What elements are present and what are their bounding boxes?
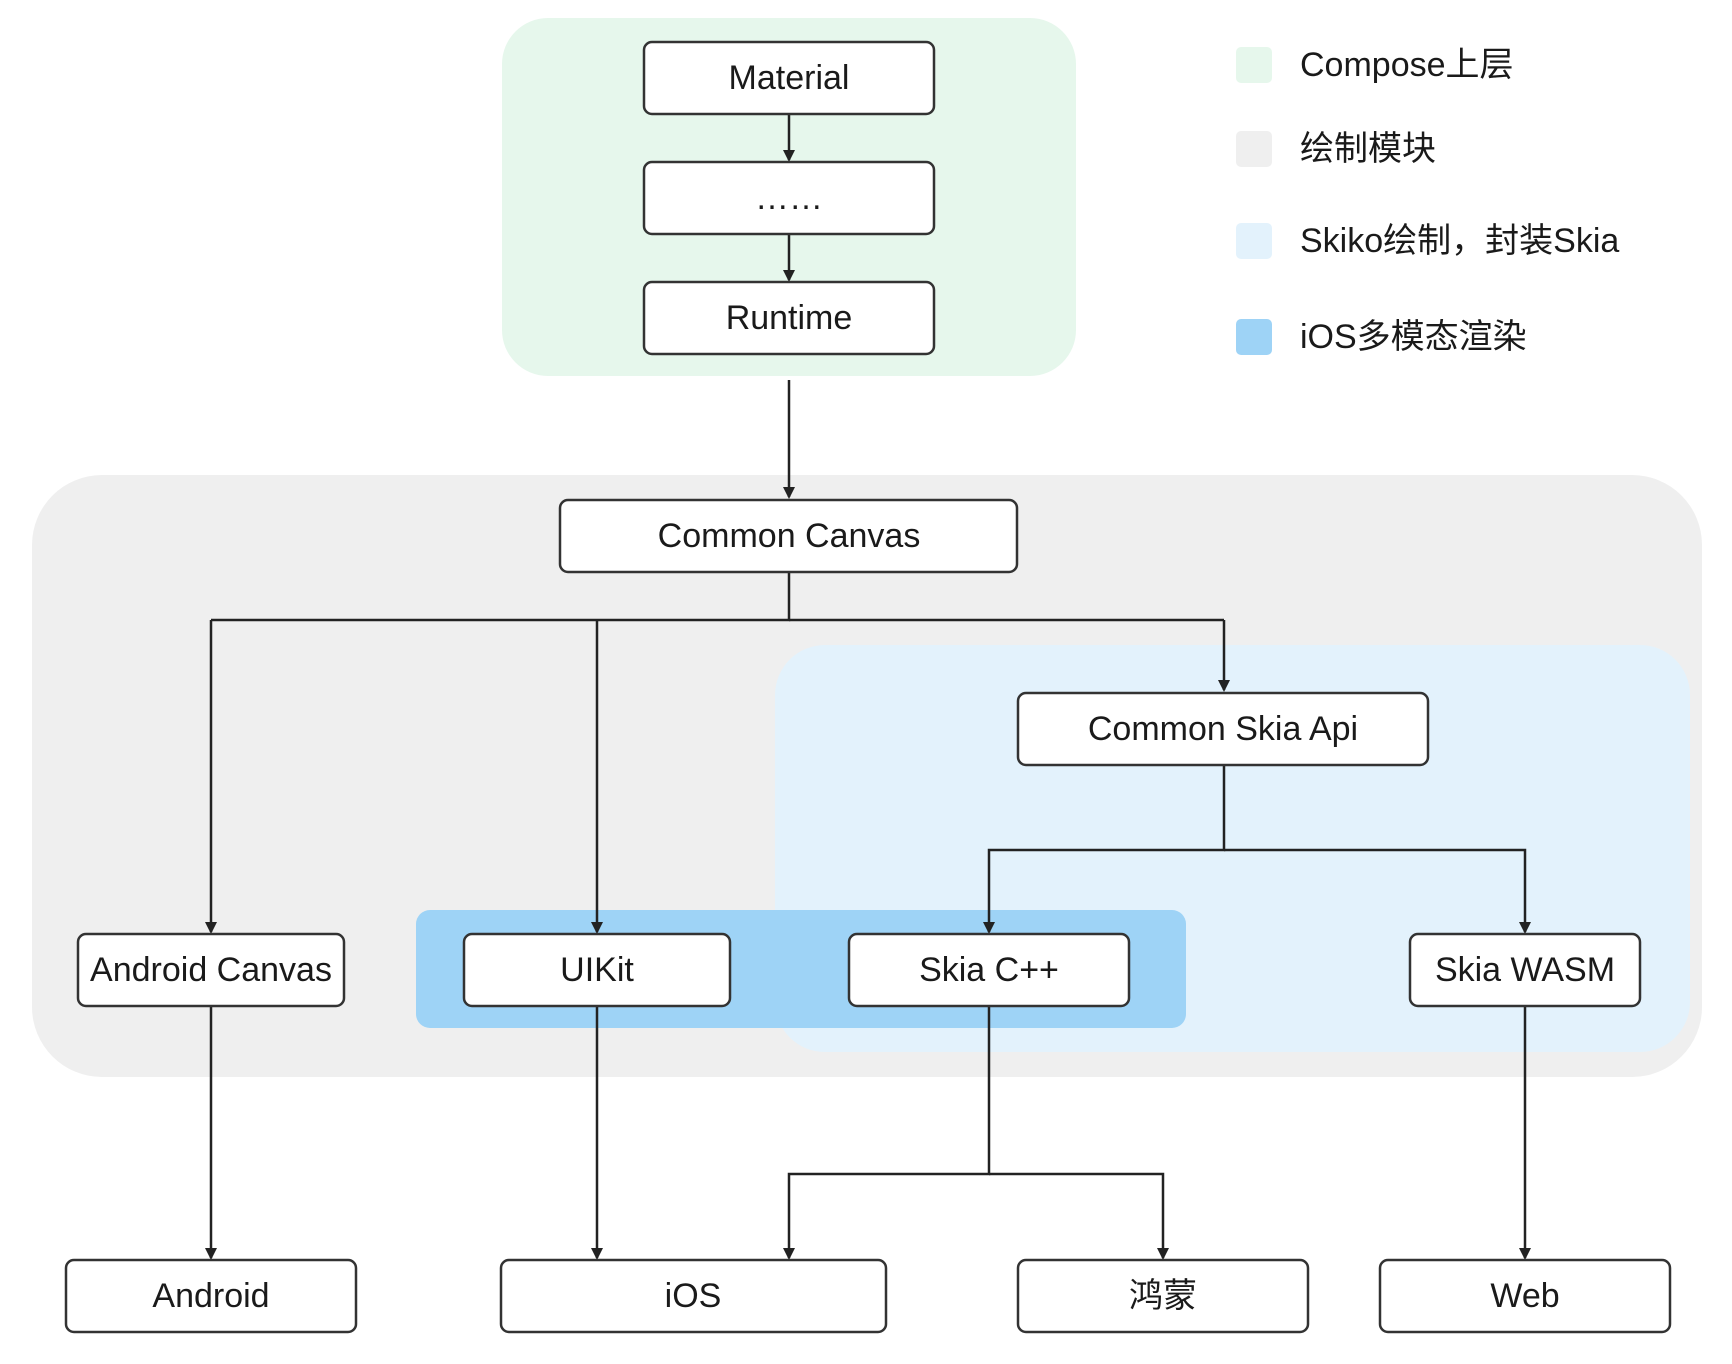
node-common-skia-api (1016, 691, 1430, 767)
label-ios: iOS (665, 1277, 722, 1315)
edge-to-skia-wasm (1224, 848, 1531, 934)
label-web: Web (1490, 1277, 1559, 1315)
legend-label-skiko: Skiko绘制，封装Skia (1300, 222, 1619, 260)
node-skia-wasm (1408, 932, 1642, 1008)
label-harmony: 鸿蒙 (1129, 1277, 1197, 1315)
label-skia-cpp: Skia C++ (919, 951, 1059, 989)
label-runtime: Runtime (726, 299, 853, 337)
node-android-canvas (76, 932, 346, 1008)
legend-swatch-compose (1236, 47, 1272, 83)
edges (205, 114, 1531, 1260)
node-ios (499, 1258, 888, 1334)
node-harmony (1016, 1258, 1310, 1334)
nodes (64, 40, 1672, 1334)
legend-label-draw: 绘制模块 (1300, 130, 1436, 168)
label-common-canvas: Common Canvas (658, 517, 921, 555)
label-common-skia-api: Common Skia Api (1088, 710, 1358, 748)
label-android: Android (152, 1277, 269, 1315)
node-android (64, 1258, 358, 1334)
node-common-canvas (558, 498, 1019, 574)
legend-label-compose: Compose上层 (1300, 46, 1514, 84)
node-web (1378, 1258, 1672, 1334)
node-material (642, 40, 936, 116)
label-material: Material (729, 59, 850, 97)
node-uikit (462, 932, 732, 1008)
legend-label-ios-multimodal: iOS多模态渲染 (1300, 318, 1527, 356)
edge-skia-cpp-harmony (989, 1172, 1169, 1260)
node-ellipsis (642, 160, 936, 236)
label-skia-wasm: Skia WASM (1435, 951, 1615, 989)
label-android-canvas: Android Canvas (90, 951, 332, 989)
label-ellipsis: …… (755, 179, 823, 217)
legend: Compose上层 绘制模块 Skiko绘制，封装Skia iOS多模态渲染 (1236, 46, 1619, 356)
node-runtime (642, 280, 936, 356)
node-skia-cpp (847, 932, 1131, 1008)
edge-common-skia-api-branches (983, 765, 1226, 934)
legend-swatch-draw (1236, 131, 1272, 167)
legend-swatch-ios-multimodal (1236, 319, 1272, 355)
label-uikit: UIKit (560, 951, 634, 989)
node-labels: Material …… Runtime Common Canvas Common… (90, 59, 1615, 1315)
legend-swatch-skiko (1236, 223, 1272, 259)
edge-skia-cpp-split (783, 1006, 991, 1260)
